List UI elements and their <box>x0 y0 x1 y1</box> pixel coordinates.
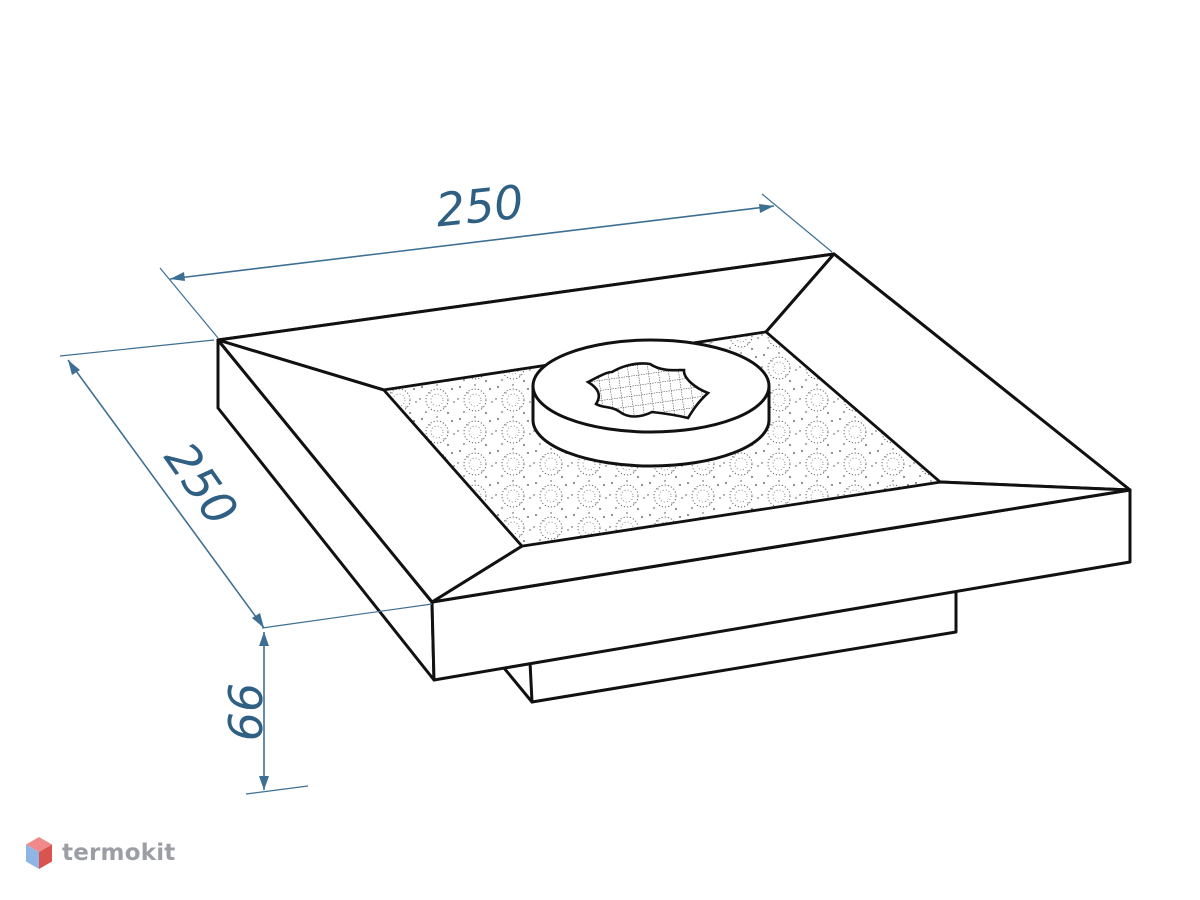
brand-logo: termokit <box>24 836 175 870</box>
width-label: 250 <box>433 175 526 238</box>
drain-grate-icon <box>585 362 711 420</box>
dimension-width: 250 <box>159 175 833 339</box>
depth-label: 250 <box>154 432 249 535</box>
height-label: 99 <box>217 683 271 742</box>
drain-cap <box>531 338 771 468</box>
brand-name: termokit <box>62 840 176 866</box>
dimension-height: 99 <box>217 632 309 795</box>
hexagon-cube-icon <box>26 837 52 869</box>
